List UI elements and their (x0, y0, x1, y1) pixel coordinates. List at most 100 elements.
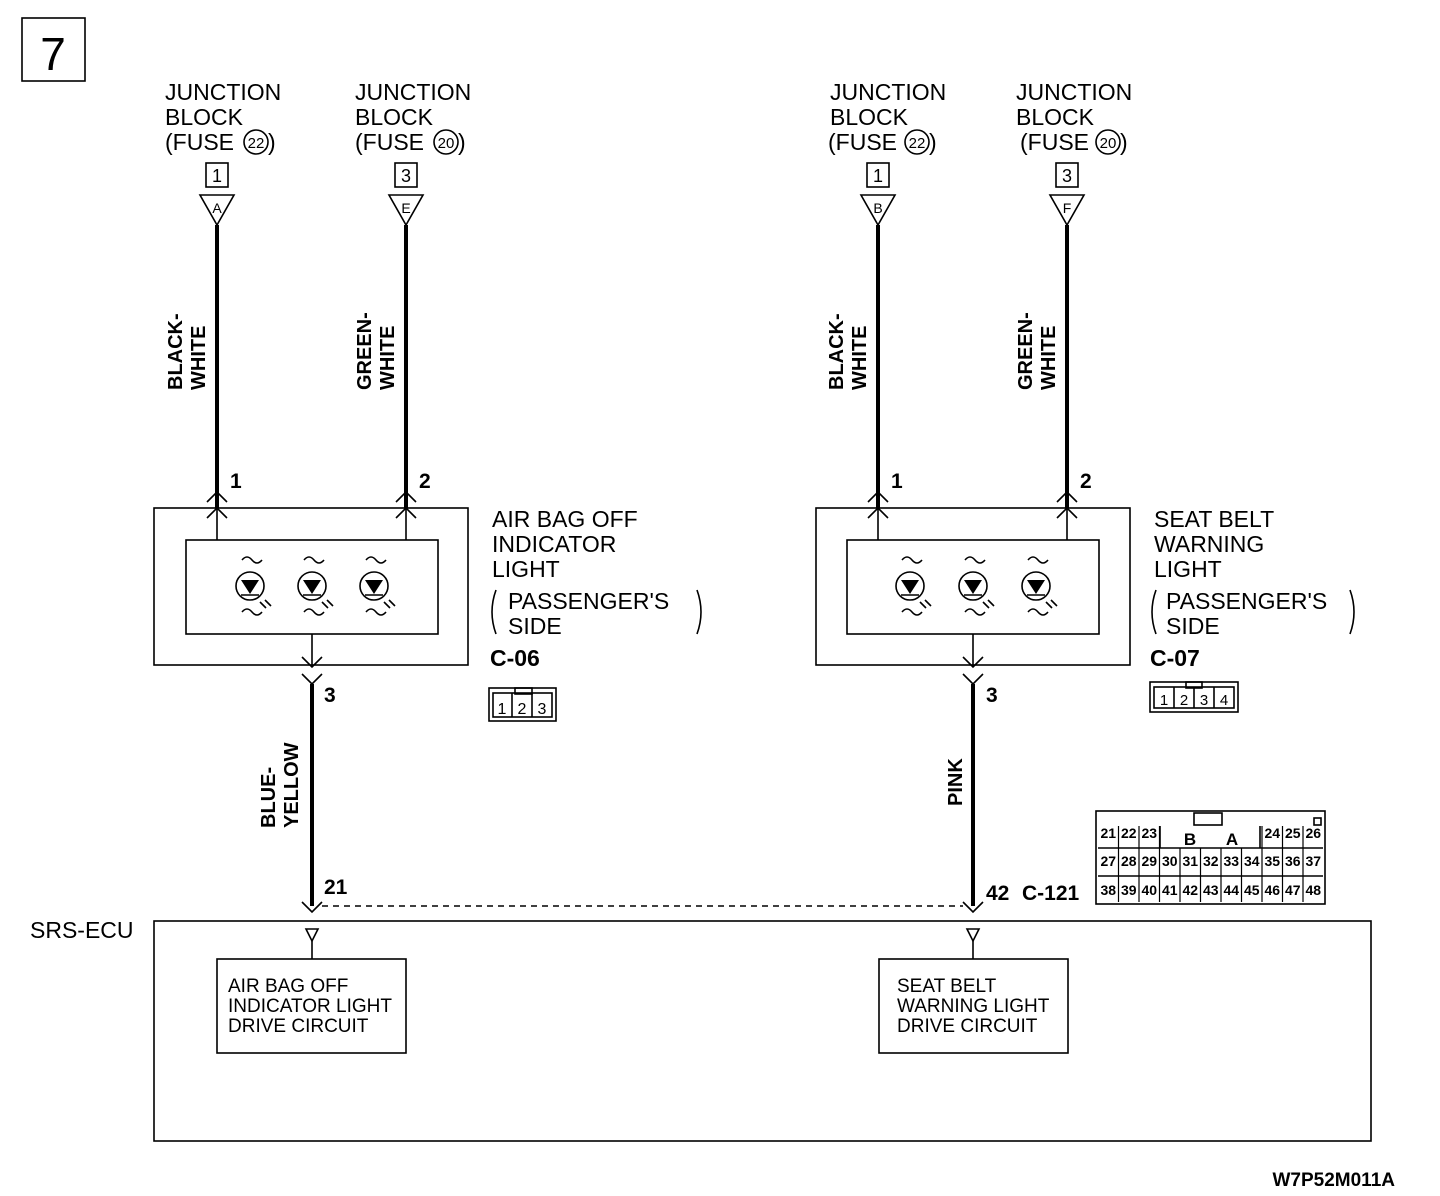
svg-text:INDICATOR LIGHT: INDICATOR LIGHT (228, 996, 392, 1017)
connector-pin-label: 46 (1264, 882, 1280, 898)
svg-text:): ) (1120, 129, 1128, 155)
seatbelt-warning-light: SEAT BELT WARNING LIGHT PASSENGER'S SIDE… (815, 490, 1355, 713)
connector-pin-label: 36 (1285, 853, 1301, 869)
svg-text:1: 1 (1160, 692, 1168, 709)
connector-pin-label: 41 (1162, 882, 1178, 898)
svg-text:AIR BAG OFF: AIR BAG OFF (228, 976, 348, 997)
svg-text:DRIVE CIRCUIT: DRIVE CIRCUIT (897, 1016, 1038, 1037)
svg-text:E: E (401, 200, 410, 216)
svg-text:JUNCTION: JUNCTION (1016, 79, 1132, 105)
svg-text:BLOCK: BLOCK (830, 104, 909, 130)
junction-block-4: JUNCTION BLOCK (FUSE 20 ) 3 F (1016, 79, 1132, 227)
junction-block-2: JUNCTION BLOCK (FUSE 20 ) 3 E (355, 79, 471, 227)
page-number-box (21, 17, 86, 82)
svg-text:JUNCTION: JUNCTION (830, 79, 946, 105)
connector-face-c06: 1 2 3 (488, 687, 557, 722)
svg-text:): ) (268, 129, 276, 155)
connector-pin-label: 38 (1100, 882, 1116, 898)
svg-text:BLOCK: BLOCK (165, 104, 244, 130)
svg-text:B: B (873, 200, 882, 216)
connector-pin-label: 26 (1305, 825, 1321, 841)
svg-text:21: 21 (324, 876, 348, 899)
connector-pin-label: 39 (1121, 882, 1137, 898)
connector-pin-label: 40 (1141, 882, 1157, 898)
svg-text:PASSENGER'S: PASSENGER'S (508, 588, 669, 614)
connector-pin-label: 45 (1244, 882, 1260, 898)
ecu-connector-label: C-121 (1022, 882, 1080, 905)
svg-text:1: 1 (212, 166, 222, 186)
airbag-indicator-light: AIR BAG OFF INDICATOR LIGHT PASSENGER'S … (153, 490, 702, 722)
wire-color-1a: BLACK- (165, 313, 187, 390)
svg-text:BLOCK: BLOCK (355, 104, 434, 130)
seatbelt-drive-circuit: SEAT BELT WARNING LIGHT DRIVE CIRCUIT (878, 958, 1069, 1054)
connector-pin-label: 35 (1264, 853, 1280, 869)
svg-text:JUNCTION: JUNCTION (165, 79, 281, 105)
svg-text:(FUSE: (FUSE (355, 129, 424, 155)
svg-text:(FUSE: (FUSE (828, 129, 897, 155)
svg-text:A: A (212, 200, 222, 216)
figure-code: W7P52M011A (1272, 1170, 1395, 1191)
wire-color-3b: WHITE (849, 326, 871, 390)
junction-block-1: JUNCTION BLOCK (FUSE 22 ) 1 A (165, 79, 281, 227)
connector-pin-label: 23 (1141, 825, 1157, 841)
wire-color-3a: BLACK- (826, 313, 848, 390)
wire-color-5a: BLUE- (258, 767, 280, 828)
svg-text:WARNING LIGHT: WARNING LIGHT (897, 996, 1050, 1017)
connector-pin-label: 48 (1305, 882, 1321, 898)
svg-text:3: 3 (538, 701, 547, 718)
svg-text:2: 2 (419, 470, 431, 493)
svg-text:): ) (458, 129, 466, 155)
connector-pin-label: 43 (1203, 882, 1219, 898)
svg-text:20: 20 (1100, 135, 1117, 152)
connector-pin-label: 22 (1121, 825, 1137, 841)
connector-pin-label: 37 (1305, 853, 1321, 869)
svg-text:22: 22 (248, 135, 265, 152)
led-icon (235, 556, 272, 616)
connector-pin-label: 29 (1141, 853, 1157, 869)
svg-text:SEAT BELT: SEAT BELT (897, 976, 997, 997)
wire-color-2a: GREEN- (354, 312, 376, 390)
svg-text:LIGHT: LIGHT (1154, 556, 1222, 582)
airbag-drive-circuit: AIR BAG OFF INDICATOR LIGHT DRIVE CIRCUI… (216, 958, 407, 1054)
svg-text:C-07: C-07 (1150, 645, 1200, 671)
connector-pin-label: 33 (1223, 853, 1239, 869)
led-icon (895, 556, 932, 616)
svg-text:1: 1 (230, 470, 242, 493)
srs-ecu-box (153, 920, 1372, 1142)
led-icon (297, 556, 334, 616)
svg-text:WARNING: WARNING (1154, 531, 1264, 557)
wire-color-6: PINK (945, 758, 967, 806)
svg-text:22: 22 (909, 135, 926, 152)
connector-pin-label: 21 (1100, 825, 1116, 841)
svg-text:F: F (1063, 200, 1072, 216)
svg-text:(FUSE: (FUSE (165, 129, 234, 155)
connector-pin-label: 28 (1121, 853, 1137, 869)
connector-pin-label: 31 (1182, 853, 1198, 869)
svg-text:SIDE: SIDE (1166, 613, 1220, 639)
connector-pin-label: 30 (1162, 853, 1178, 869)
svg-text:3: 3 (986, 684, 998, 707)
led-icon (359, 556, 396, 616)
svg-text:(FUSE: (FUSE (1020, 129, 1089, 155)
svg-text:AIR BAG OFF: AIR BAG OFF (492, 506, 638, 532)
svg-text:3: 3 (1062, 166, 1072, 186)
wire-color-4a: GREEN- (1015, 312, 1037, 390)
connector-pin-label: 24 (1264, 825, 1280, 841)
svg-text:1: 1 (873, 166, 883, 186)
svg-text:A: A (1226, 830, 1238, 849)
svg-text:B: B (1184, 830, 1196, 849)
svg-text:2: 2 (1080, 470, 1092, 493)
led-icon (1021, 556, 1058, 616)
svg-text:42: 42 (986, 882, 1009, 905)
svg-text:20: 20 (438, 135, 455, 152)
svg-text:): ) (929, 129, 937, 155)
svg-text:SEAT BELT: SEAT BELT (1154, 506, 1274, 532)
wire-color-5b: YELLOW (281, 742, 303, 828)
svg-text:SIDE: SIDE (508, 613, 562, 639)
svg-text:1: 1 (891, 470, 903, 493)
svg-text:JUNCTION: JUNCTION (355, 79, 471, 105)
page-number: 7 (40, 28, 66, 80)
connector-pin-label: 42 (1182, 882, 1198, 898)
